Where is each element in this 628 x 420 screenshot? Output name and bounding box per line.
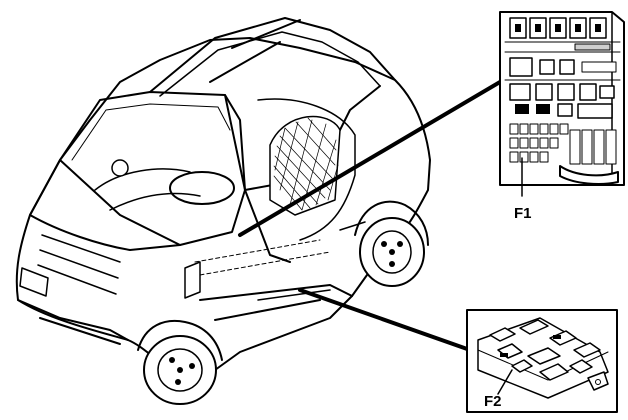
f1-fuse-rows: [509, 123, 617, 165]
windscreen: [59, 91, 246, 246]
windscreen-inner: [71, 103, 231, 161]
door-window-frame: [257, 98, 356, 241]
front-bumper: [17, 299, 129, 345]
side-sill: [199, 284, 353, 321]
label-f1: F1: [514, 205, 532, 222]
headlight: [19, 267, 49, 297]
dashboard: [94, 168, 201, 211]
mirror: [111, 159, 129, 177]
fuse-box-f2: [466, 309, 618, 413]
fuse-box-f1: [499, 11, 625, 197]
rear-wheel: [359, 217, 425, 287]
hood: [29, 159, 181, 251]
front-wheel: [143, 335, 217, 405]
leader-line-f1: [238, 80, 502, 237]
roof-bar: [209, 19, 301, 83]
floor-dashed: [194, 239, 331, 276]
leader-line-f2: [298, 288, 472, 352]
steering-wheel: [169, 171, 235, 205]
label-f2: F2: [484, 393, 502, 410]
car-body-outline: [15, 37, 431, 371]
car-illustration: [15, 17, 431, 405]
roof-inner: [159, 31, 381, 97]
roof-frame: [149, 17, 396, 93]
seat: [269, 115, 341, 216]
front-grille: [37, 234, 121, 295]
